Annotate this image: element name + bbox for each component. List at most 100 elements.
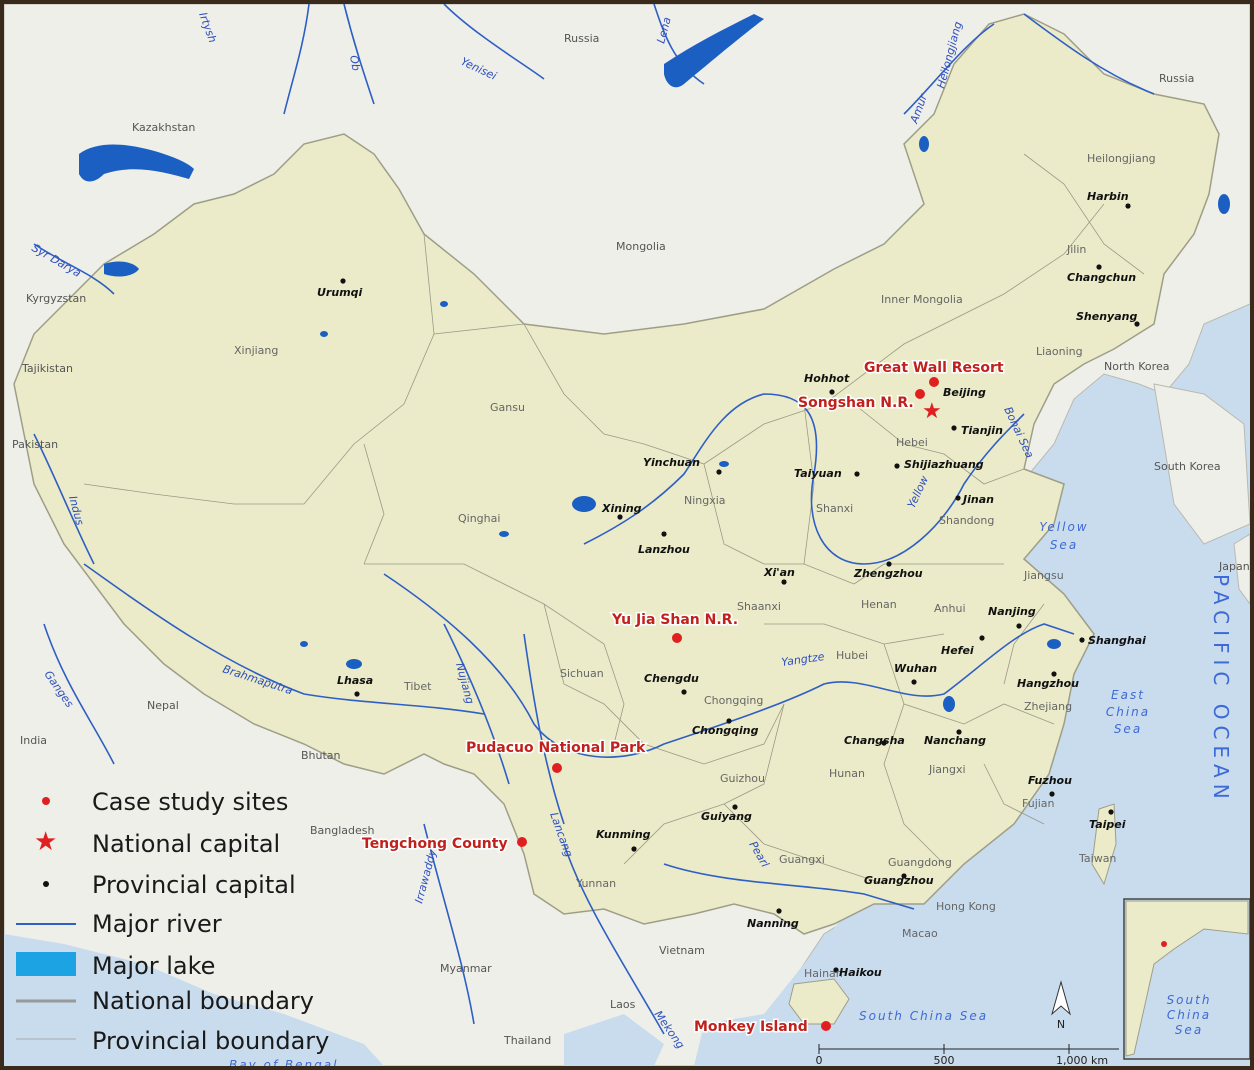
provincial-capital-marker <box>617 514 623 520</box>
city-label: Yinchuan <box>643 456 700 469</box>
country-label: Russia <box>564 32 599 45</box>
province-label: Xinjiang <box>234 344 278 357</box>
province-label: Taiwan <box>1078 852 1116 865</box>
case-study-site-label: Monkey Island <box>694 1019 808 1035</box>
province-label: Jiangxi <box>928 763 966 776</box>
city-label: Lhasa <box>337 674 373 687</box>
province-label: Ningxia <box>684 494 726 507</box>
province-label: Fujian <box>1022 797 1055 810</box>
province-label: Gansu <box>490 401 525 414</box>
province-label: Qinghai <box>458 512 500 525</box>
province-label: Guangxi <box>779 853 825 866</box>
city-label: Xi'an <box>763 566 795 579</box>
korea-land <box>1153 383 1250 545</box>
legend-label-provincial-capital: Provincial capital <box>92 871 296 899</box>
country-label: Tajikistan <box>21 362 73 375</box>
provincial-capital-marker <box>833 967 839 973</box>
river-label: Yangtze <box>781 650 826 669</box>
province-label: Shanxi <box>816 502 853 515</box>
city-label: Guiyang <box>701 810 752 823</box>
city-label: Nanchang <box>924 734 986 747</box>
case-study-site-label: Yu Jia Shan N.R. <box>611 612 738 628</box>
country-label: Laos <box>610 998 636 1011</box>
city-label: Harbin <box>1087 190 1129 203</box>
city-label: Hefei <box>941 644 974 657</box>
country-label: Nepal <box>147 699 179 712</box>
inset-sea-label: China <box>1167 1008 1211 1022</box>
provincial-capital-marker <box>901 873 907 879</box>
province-label: Heilongjiang <box>1087 152 1156 165</box>
country-label: North Korea <box>1104 360 1169 373</box>
province-label: Guangdong <box>888 856 952 869</box>
provincial-capital-marker <box>886 561 892 567</box>
country-label: Russia <box>1159 72 1194 85</box>
case-study-site-label: Songshan N.R. <box>798 395 914 411</box>
legend-label-major-lake: Major lake <box>92 952 215 980</box>
province-label: Liaoning <box>1036 345 1083 358</box>
provincial-capital-marker <box>1051 671 1057 677</box>
city-label: Tianjin <box>961 424 1003 437</box>
scale-bar <box>818 1044 1119 1054</box>
country-label: Pakistan <box>12 438 58 451</box>
city-label: Hohhot <box>804 372 850 385</box>
east-china-sea-label: East <box>1111 688 1145 702</box>
city-label: Nanning <box>747 917 799 930</box>
city-label: Taipei <box>1089 818 1126 831</box>
case-study-site-label: Great Wall Resort <box>864 360 1004 376</box>
province-label: Hunan <box>829 767 865 780</box>
country-label: Vietnam <box>659 944 705 957</box>
inset-map <box>1123 898 1250 1060</box>
province-label: Anhui <box>934 602 966 615</box>
case-study-site-marker <box>517 837 527 847</box>
taiwan-land <box>1091 803 1117 886</box>
provincial-capital-marker <box>354 691 360 697</box>
country-label: Kyrgyzstan <box>26 292 86 305</box>
inset-sea-label: Sea <box>1175 1023 1203 1037</box>
china-land <box>13 13 1220 935</box>
case-study-site-marker <box>821 1021 831 1031</box>
city-label: Chengdu <box>644 672 699 685</box>
provincial-capital-marker <box>854 471 860 477</box>
case-study-site-marker <box>672 633 682 643</box>
scale-tick-label: 0 <box>816 1054 823 1066</box>
provincial-capital-marker <box>776 908 782 914</box>
north-arrow-icon <box>1051 980 1071 1016</box>
east-china-sea-label: Sea <box>1114 722 1142 736</box>
city-label: Shijiazhuang <box>904 458 984 471</box>
provincial-capital-marker <box>716 469 722 475</box>
lakes <box>79 14 1230 712</box>
country-label: Thailand <box>503 1034 551 1047</box>
provincial-capital-marker <box>1125 203 1131 209</box>
city-label: Zhengzhou <box>853 567 923 580</box>
city-label: Hangzhou <box>1017 677 1079 690</box>
provincial-capital-marker <box>894 463 900 469</box>
city-label: Haikou <box>839 966 882 979</box>
province-label: Zhejiang <box>1024 700 1072 713</box>
provincial-capital-marker <box>1108 809 1114 815</box>
japan-land <box>1233 533 1250 605</box>
scale-tick-label: 1,000 km <box>1056 1054 1108 1066</box>
country-label: Kazakhstan <box>132 121 195 134</box>
city-label: Taiyuan <box>794 467 842 480</box>
provincial-capital-marker <box>681 689 687 695</box>
inset-sea-label: South <box>1167 993 1212 1007</box>
legend-label-national-boundary: National boundary <box>92 987 314 1015</box>
country-label: India <box>20 734 47 747</box>
city-label: Changchun <box>1067 271 1136 284</box>
country-label: Myanmar <box>440 962 492 975</box>
country-label: South Korea <box>1154 460 1221 473</box>
case-study-site-label: Pudacuo National Park <box>466 740 646 756</box>
south-china-sea-label: South China Sea <box>859 1009 988 1023</box>
provincial-capital-marker <box>1016 623 1022 629</box>
province-label: Shandong <box>939 514 994 527</box>
yellow-sea-label: Sea <box>1050 538 1078 552</box>
national-capital-star-icon: ★ <box>922 399 942 424</box>
province-label: Shaanxi <box>737 600 781 613</box>
provincial-capital-marker <box>956 729 962 735</box>
provincial-capital-marker <box>951 425 957 431</box>
pacific-ocean-label: PACIFIC OCEAN <box>1209 574 1233 805</box>
city-label: Jinan <box>961 493 994 506</box>
city-label: Beijing <box>943 386 986 399</box>
east-china-sea-label: China <box>1106 705 1150 719</box>
province-label: Hainan <box>804 967 843 980</box>
